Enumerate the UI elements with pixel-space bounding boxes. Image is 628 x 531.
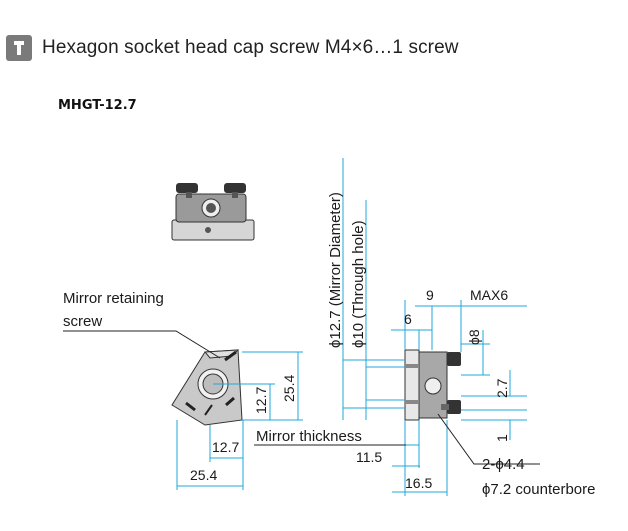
mirror-diameter-label: ϕ12.7 (Mirror Diameter)	[327, 192, 344, 348]
dim-front-width: 25.4	[190, 467, 217, 483]
dim-2-7: 2.7	[494, 378, 510, 398]
side-view-dimensions	[342, 158, 527, 496]
hex-key-icon	[6, 35, 32, 61]
top-view	[171, 183, 255, 241]
dim-6: 6	[404, 311, 412, 327]
holes-label: 2-ϕ4.4	[482, 456, 525, 473]
dim-16-5: 16.5	[405, 475, 432, 491]
model-number: MHGT-12.7	[58, 98, 137, 113]
front-view-dimensions	[176, 351, 303, 490]
counterbore-label: ϕ7.2 counterbore	[482, 481, 595, 498]
side-view	[404, 349, 461, 421]
mirror-retaining-label-2: screw	[63, 313, 102, 330]
mirror-retaining-label: Mirror retaining	[63, 290, 164, 307]
through-hole-label: ϕ10 (Through hole)	[350, 220, 367, 348]
dim-1: 1	[494, 434, 510, 442]
holes-leader	[437, 413, 540, 465]
retaining-screw-leader	[63, 330, 221, 359]
dim-phi8: ϕ8	[466, 329, 482, 345]
dim-11-5: 11.5	[356, 449, 382, 465]
dim-max6: MAX6	[470, 287, 508, 303]
mirror-thickness-label: Mirror thickness	[256, 428, 362, 445]
dim-front-center: 12.7	[253, 387, 269, 414]
header-title: Hexagon socket head cap screw M4×6…1 scr…	[42, 37, 459, 58]
header: Hexagon socket head cap screw M4×6…1 scr…	[6, 34, 459, 62]
front-view	[171, 349, 243, 426]
dim-front-height: 25.4	[281, 375, 297, 402]
dim-9: 9	[426, 287, 434, 303]
dim-front-offset: 12.7	[212, 439, 239, 455]
